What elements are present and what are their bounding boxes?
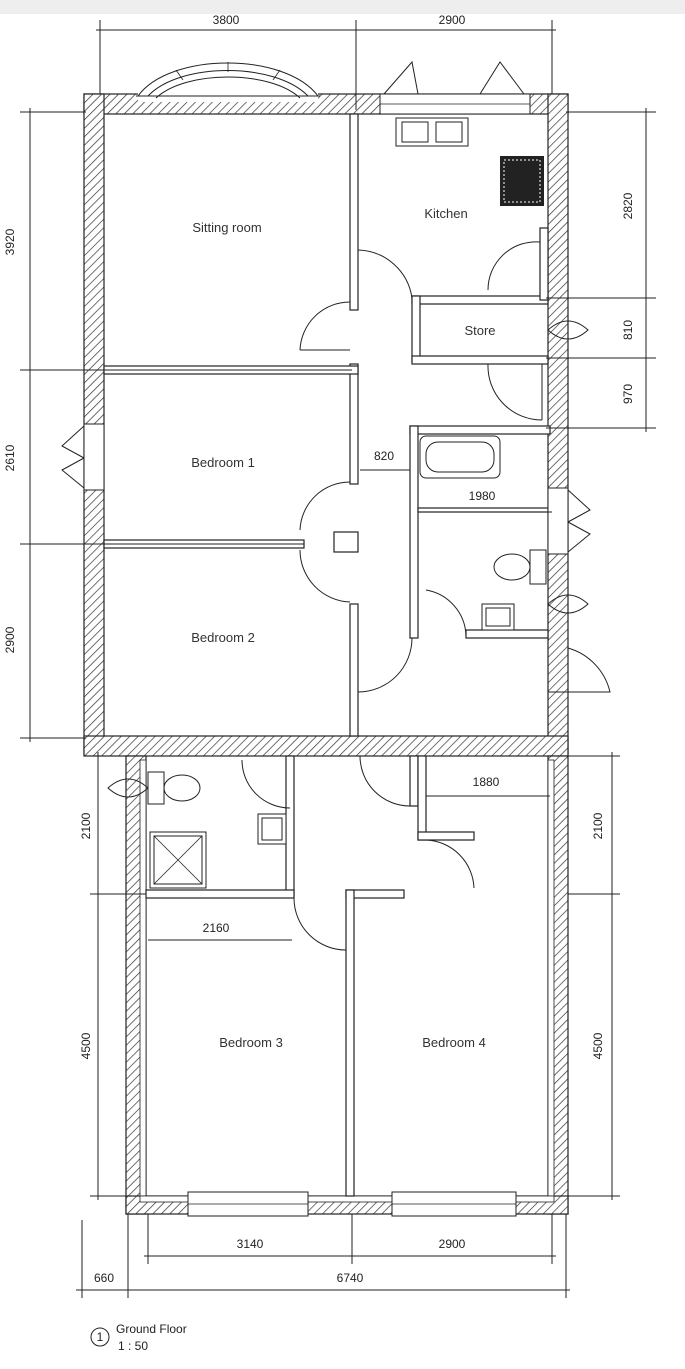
dim-bath-opening: 820 xyxy=(374,449,394,463)
dim-right-store: 810 xyxy=(621,320,635,340)
room-label-bedroom-1: Bedroom 1 xyxy=(191,455,255,470)
dim-left-sitting: 3920 xyxy=(3,228,17,255)
drawing-title: 1 Ground Floor 1 : 50 xyxy=(90,1322,187,1353)
bathroom-basin xyxy=(481,603,515,631)
dim-left-bed2: 2900 xyxy=(3,626,17,653)
shower-tray xyxy=(149,831,207,889)
room-label-bedroom-4: Bedroom 4 xyxy=(422,1035,486,1050)
ensuite-toilet xyxy=(147,771,201,805)
kitchen-sink xyxy=(395,117,469,147)
dim-offset: 660 xyxy=(94,1271,114,1285)
bathtub xyxy=(419,435,501,479)
room-label-bedroom-3: Bedroom 3 xyxy=(219,1035,283,1050)
drawing-scale: 1 : 50 xyxy=(118,1339,148,1353)
room-label-bedroom-2: Bedroom 2 xyxy=(191,630,255,645)
dim-ensuite-width: 1880 xyxy=(473,775,500,789)
dim-bottom-bed3: 3140 xyxy=(237,1237,264,1251)
dim-bottom-bed4: 2900 xyxy=(439,1237,466,1251)
dim-right-kitchen: 2820 xyxy=(621,192,635,219)
dim-overall: 6740 xyxy=(337,1271,364,1285)
dim-top-right: 2900 xyxy=(439,13,466,27)
bathroom-toilet xyxy=(493,549,547,585)
dim-right-ensuite: 2100 xyxy=(591,812,605,839)
room-label-kitchen: Kitchen xyxy=(424,206,467,221)
drawing-name: Ground Floor xyxy=(116,1322,187,1336)
dim-left-bed3: 4500 xyxy=(79,1032,93,1059)
bottom-windows xyxy=(187,1191,517,1217)
bay-window xyxy=(136,62,320,102)
top-strip xyxy=(0,0,685,14)
dim-bath-width: 1980 xyxy=(469,489,496,503)
dim-left-bed1: 2610 xyxy=(3,444,17,471)
internal-walls xyxy=(103,113,551,1197)
dim-shower-width: 2160 xyxy=(203,921,230,935)
side-windows xyxy=(61,320,591,798)
dim-top-left: 3800 xyxy=(213,13,240,27)
ensuite-basin xyxy=(257,813,287,845)
drawing-number: 1 xyxy=(97,1330,104,1344)
kitchen-hob xyxy=(500,156,544,206)
doors xyxy=(241,241,611,951)
kitchen-top-windows xyxy=(379,60,531,115)
dimension-lines xyxy=(20,20,656,1298)
dim-right-bed4: 4500 xyxy=(591,1032,605,1059)
dim-left-ensuite: 2100 xyxy=(79,812,93,839)
room-label-sitting-room: Sitting room xyxy=(192,220,261,235)
dim-right-hall: 970 xyxy=(621,384,635,404)
room-label-store: Store xyxy=(464,323,495,338)
external-walls-upper xyxy=(83,93,569,757)
